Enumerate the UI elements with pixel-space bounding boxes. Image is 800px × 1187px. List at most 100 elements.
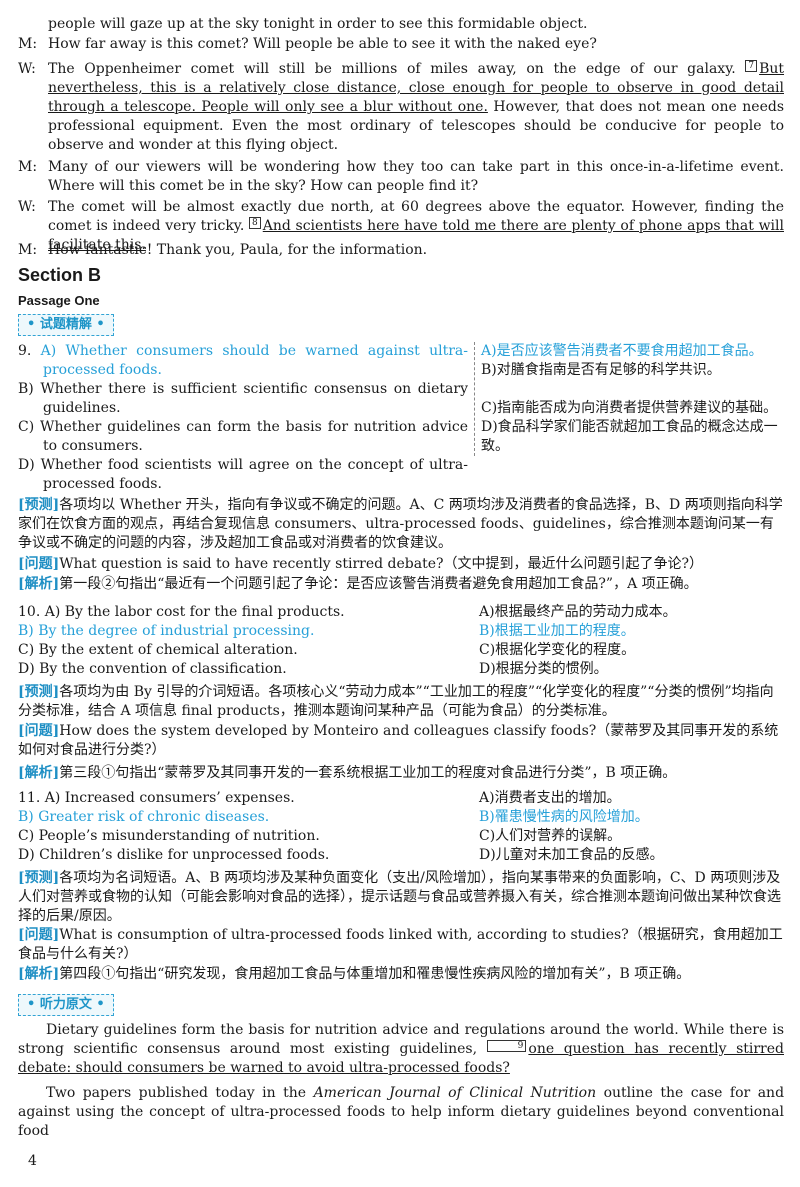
- analysis-tag: • 试题精解 •: [18, 314, 114, 336]
- transcript-paragraph: Two papers published today in the Americ…: [18, 1084, 784, 1141]
- underlined-answer-text: one question has recently stirred debate…: [18, 1041, 784, 1076]
- section-heading: Section B: [18, 265, 102, 285]
- note-text: How does the system developed by Monteir…: [18, 723, 779, 758]
- option-text: A) Whether consumers should be warned ag…: [40, 343, 468, 378]
- option-d: D) Children’s dislike for unprocessed fo…: [18, 847, 330, 863]
- analysis-note: [解析]第一段②句指出“最近有一个问题引起了争论：是否应该警告消费者避免食用超加…: [18, 575, 784, 594]
- option-text: A) By the labor cost for the final produ…: [44, 604, 345, 620]
- speaker-label: M:: [18, 159, 38, 175]
- note-label: [预测]: [18, 684, 60, 700]
- options-english: 9. A) Whether consumers should be warned…: [18, 342, 468, 494]
- speaker-label: W:: [18, 61, 36, 77]
- options-chinese: A)根据最终产品的劳动力成本。 B)根据工业加工的程度。 C)根据化学变化的程度…: [479, 603, 799, 679]
- option-b-cn: B)对膳食指南是否有足够的科学共识。: [481, 362, 721, 378]
- predict-note: [预测]各项均为名词短语。A、B 两项均涉及某种负面变化（支出/风险增加），指向…: [18, 869, 784, 926]
- note-text: 第一段②句指出“最近有一个问题引起了争论：是否应该警告消费者避免食用超加工食品?…: [59, 576, 698, 592]
- note-text: What is consumption of ultra-processed f…: [18, 927, 783, 962]
- dialogue-line: M: Many of our viewers will be wondering…: [18, 158, 784, 196]
- option-a: 9. A) Whether consumers should be warned…: [18, 342, 468, 380]
- question-9: 9. A) Whether consumers should be warned…: [18, 342, 784, 494]
- speaker-label: M:: [18, 242, 38, 258]
- dialogue-line: people will gaze up at the sky tonight i…: [18, 15, 784, 34]
- dialogue-text: How far away is this comet? Will people …: [48, 36, 597, 52]
- option-c: C) By the extent of chemical alteration.: [18, 642, 298, 658]
- dialogue-text: Many of our viewers will be wondering ho…: [48, 159, 784, 194]
- dialogue-line: M: How far away is this comet? Will peop…: [18, 35, 784, 54]
- option-b-cn: B)根据工业加工的程度。: [479, 623, 635, 639]
- transcript-text: Two papers published today in the: [46, 1085, 307, 1101]
- question-11: 11. A) Increased consumers’ expenses. B)…: [18, 789, 784, 869]
- speaker-label: M:: [18, 36, 38, 52]
- question-10: 10. A) By the labor cost for the final p…: [18, 603, 784, 683]
- question-marker: 7: [745, 60, 758, 72]
- question-note: [问题]What question is said to have recent…: [18, 555, 784, 574]
- analysis-note: [解析]第三段①句指出“蒙蒂罗及其同事开发的一套系统根据工业加工的程度对食品进行…: [18, 764, 784, 783]
- dialogue-line: W: The Oppenheimer comet will still be m…: [18, 60, 784, 155]
- options-english: 11. A) Increased consumers’ expenses. B)…: [18, 789, 468, 865]
- note-text: 各项均为由 By 引导的介词短语。各项核心义“劳动力成本”“工业加工的程度”“化…: [18, 684, 774, 719]
- note-label: [解析]: [18, 966, 60, 982]
- option-c-cn: C)根据化学变化的程度。: [479, 642, 636, 658]
- note-label: [问题]: [18, 927, 60, 943]
- option-d-cn: D)根据分类的惯例。: [479, 661, 608, 677]
- option-c: C) People’s misunderstanding of nutritio…: [18, 828, 320, 844]
- option-text: A) Increased consumers’ expenses.: [44, 790, 295, 806]
- predict-note: [预测]各项均以 Whether 开头，指向有争议或不确定的问题。A、C 两项均…: [18, 496, 784, 553]
- option-b-cn: B)罹患慢性病的风险增加。: [479, 809, 649, 825]
- option-c-cn: C)人们对营养的误解。: [479, 828, 622, 844]
- dialogue-text-plain: However, that does not mean one needs pr…: [48, 99, 785, 153]
- dialogue-line: W: The comet will be almost exactly due …: [18, 198, 784, 255]
- note-label: [问题]: [18, 556, 60, 572]
- option-d-cn: D)食品科学家们能否就超加工食品的概念达成一致。: [481, 419, 778, 454]
- transcript-text: Dietary guidelines form the basis for nu…: [18, 1022, 784, 1057]
- option-d: D) By the convention of classification.: [18, 661, 287, 677]
- note-label: [预测]: [18, 870, 60, 886]
- option-a-cn: A)根据最终产品的劳动力成本。: [479, 604, 677, 620]
- option-a: 11. A) Increased consumers’ expenses.: [18, 789, 468, 808]
- note-text: 各项均以 Whether 开头，指向有争议或不确定的问题。A、C 两项均涉及消费…: [18, 497, 783, 551]
- dialogue-text-plain: The comet will be almost exactly due nor…: [48, 199, 784, 234]
- dialogue-text: The Oppenheimer comet will still be mill…: [48, 60, 784, 155]
- note-label: [问题]: [18, 723, 60, 739]
- predict-note: [预测]各项均为由 By 引导的介词短语。各项核心义“劳动力成本”“工业加工的程…: [18, 683, 784, 721]
- transcript-paragraph: Dietary guidelines form the basis for nu…: [18, 1021, 784, 1078]
- note-text: 第三段①句指出“蒙蒂罗及其同事开发的一套系统根据工业加工的程度对食品进行分类”，…: [59, 765, 677, 781]
- dialogue-text: The comet will be almost exactly due nor…: [48, 198, 784, 255]
- note-text: 第四段①句指出“研究发现，食用超加工食品与体重增加和罹患慢性疾病风险的增加有关”…: [59, 966, 691, 982]
- options-chinese: A)是否应该警告消费者不要食用超加工食品。 B)对膳食指南是否有足够的科学共识。…: [474, 342, 800, 456]
- option-c: C) Whether guidelines can form the basis…: [18, 419, 468, 454]
- dialogue-line: M: How fantastic! Thank you, Paula, for …: [18, 241, 784, 260]
- dialogue-text-plain: The Oppenheimer comet will still be mill…: [48, 61, 736, 77]
- journal-title: American Journal of Clinical Nutrition: [313, 1085, 597, 1101]
- question-note: [问题]How does the system developed by Mon…: [18, 722, 784, 760]
- underlined-answer-text: And scientists here have told me there a…: [48, 218, 784, 253]
- option-b: B) Whether there is sufficient scientifi…: [18, 381, 468, 416]
- option-a: 10. A) By the labor cost for the final p…: [18, 603, 468, 622]
- transcript-text: outline the case for and against using t…: [18, 1085, 785, 1139]
- note-label: [解析]: [18, 765, 60, 781]
- speaker-label: W:: [18, 199, 36, 215]
- option-b: B) Greater risk of chronic diseases.: [18, 809, 270, 825]
- option-b: B) By the degree of industrial processin…: [18, 623, 315, 639]
- note-label: [预测]: [18, 497, 60, 513]
- question-note: [问题]What is consumption of ultra-process…: [18, 926, 784, 964]
- note-label: [解析]: [18, 576, 60, 592]
- options-chinese: A)消费者支出的增加。 B)罹患慢性病的风险增加。 C)人们对营养的误解。 D)…: [479, 789, 799, 865]
- note-text: What question is said to have recently s…: [59, 556, 704, 572]
- note-text: 各项均为名词短语。A、B 两项均涉及某种负面变化（支出/风险增加），指向某事带来…: [18, 870, 781, 924]
- transcript-tag: • 听力原文 •: [18, 994, 114, 1016]
- underlined-answer-text: But nevertheless, this is a relatively c…: [48, 61, 785, 115]
- analysis-note: [解析]第四段①句指出“研究发现，食用超加工食品与体重增加和罹患慢性疾病风险的增…: [18, 965, 784, 984]
- dialogue-text: people will gaze up at the sky tonight i…: [48, 16, 588, 32]
- dialogue-text: How fantastic! Thank you, Paula, for the…: [48, 242, 428, 258]
- question-number: 10.: [18, 604, 41, 620]
- option-c-cn: C)指南能否成为向消费者提供营养建议的基础。: [481, 400, 778, 416]
- question-number: 9.: [18, 343, 32, 359]
- question-number: 11.: [18, 790, 41, 806]
- page-number: 4: [28, 1153, 37, 1169]
- question-marker: 8: [249, 217, 261, 229]
- options-english: 10. A) By the labor cost for the final p…: [18, 603, 468, 679]
- passage-heading: Passage One: [18, 293, 100, 308]
- option-a-cn: A)消费者支出的增加。: [479, 790, 621, 806]
